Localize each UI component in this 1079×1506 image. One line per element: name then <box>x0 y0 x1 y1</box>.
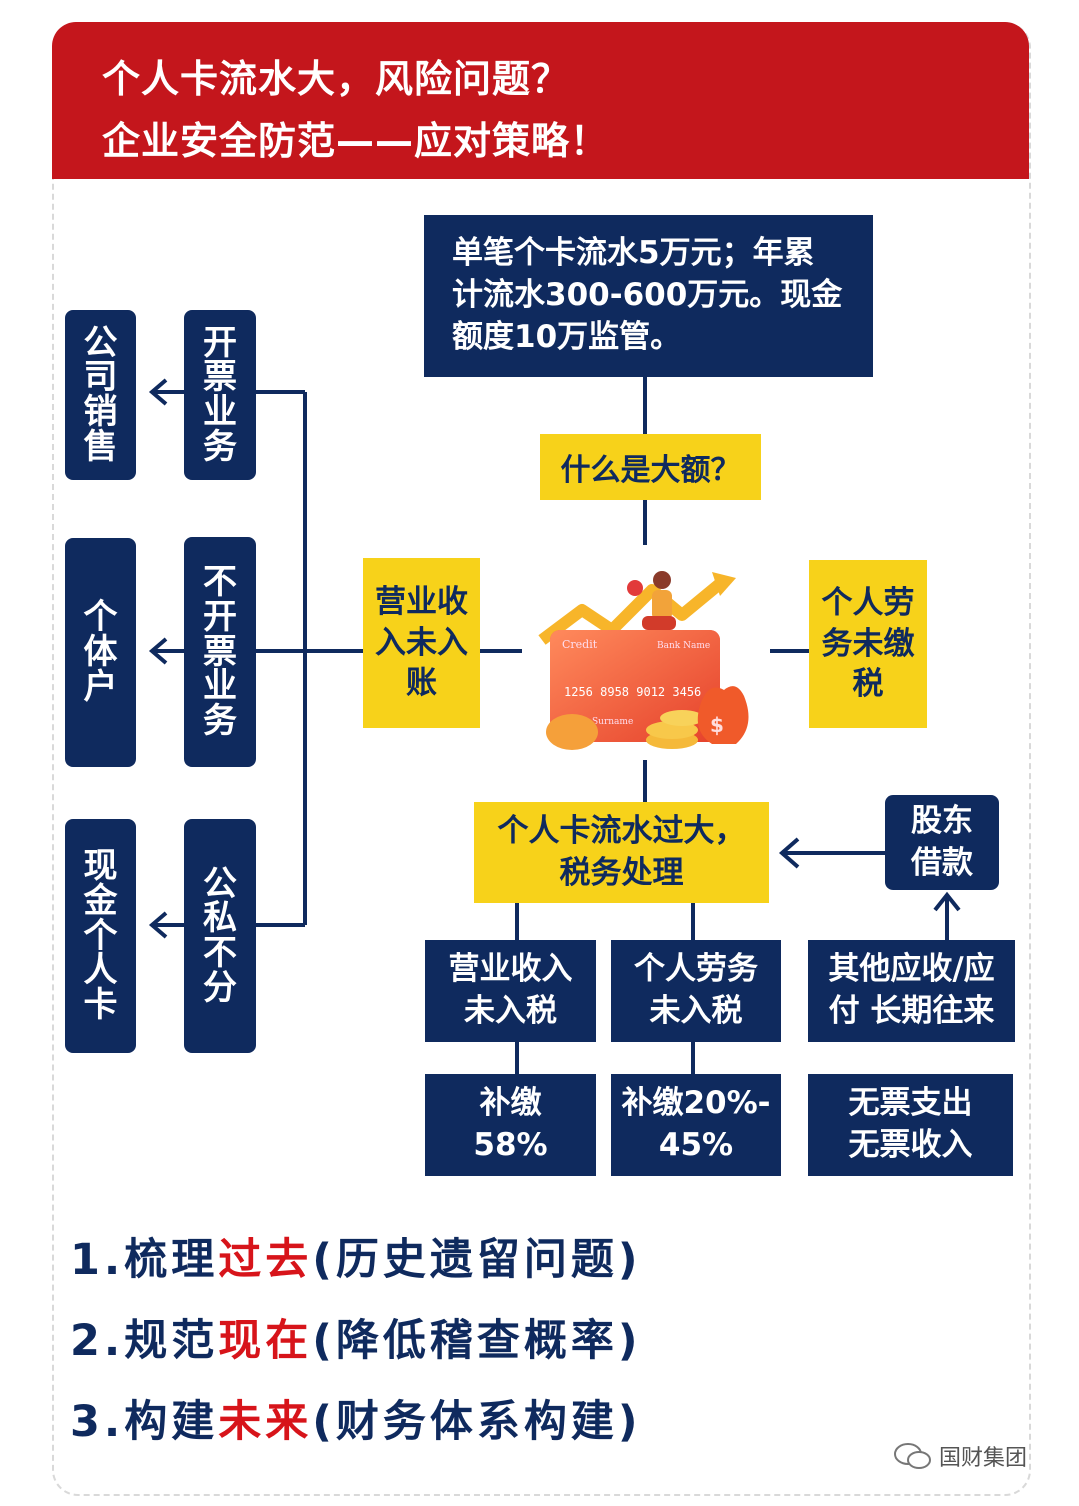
shareholder-loan-box: 股东借款 <box>885 795 999 890</box>
receivables-payables-box: 其他应收/应付 长期往来 <box>808 940 1015 1042</box>
strategy-note: (降低稽查概率) <box>312 1316 642 1366</box>
non-invoiced-business-box: 不开票业务 <box>184 537 256 767</box>
card-bank: Bank Name <box>657 641 710 651</box>
strategy-verb: 梳理 <box>124 1235 219 1285</box>
cash-personal-card-label: 现金个人卡 <box>83 846 118 1025</box>
strategy-number: 3. <box>70 1397 125 1447</box>
strategy-keyword: 现在 <box>218 1316 313 1366</box>
revenue-untaxed-box: 营业收入未入税 <box>425 940 596 1042</box>
invoiced-business-box: 开票业务 <box>184 310 256 480</box>
back-tax-20-45-box: 补缴20%-45% <box>611 1074 781 1176</box>
watermark-text: 国财集团 <box>939 1446 1028 1471</box>
individual-business-box: 个体户 <box>65 538 136 767</box>
labor-untaxed-box: 个人劳务未缴税 <box>809 560 927 728</box>
question-box: 什么是大额？ <box>540 434 761 500</box>
strategy-note: (历史遗留问题) <box>312 1235 642 1285</box>
company-sales-box: 公司销售 <box>65 310 136 480</box>
cash-personal-card-box: 现金个人卡 <box>65 819 136 1053</box>
unrecorded-revenue-box: 营业收入未入账 <box>363 558 480 728</box>
mixed-accounts-label: 公私不分 <box>203 863 237 1008</box>
strategy-number: 2. <box>70 1316 125 1366</box>
strategy-verb: 构建 <box>124 1397 219 1447</box>
header-banner: 个人卡流水大，风险问题？ 企业安全防范——应对策略！ <box>52 22 1029 179</box>
labor-untaxed-result-box: 个人劳务未入税 <box>611 940 781 1042</box>
non-invoiced-business-label: 不开票业务 <box>203 562 237 741</box>
threshold-definition-box: 单笔个卡流水5万元；年累计流水300-600万元。现金额度10万监管。 <box>424 215 873 377</box>
company-sales-label: 公司销售 <box>83 322 118 467</box>
strategy-keyword: 过去 <box>218 1235 313 1285</box>
card-brand: Credit <box>562 638 598 651</box>
strategy-item-3: 3.构建未来(财务体系构建) <box>70 1387 642 1449</box>
svg-text:$: $ <box>710 713 724 737</box>
core-issue-box: 个人卡流水过大，税务处理 <box>474 802 769 903</box>
threshold-definition-text: 单笔个卡流水5万元；年累计流水300-600万元。现金额度10万监管。 <box>452 235 843 355</box>
header-title-line2: 企业安全防范——应对策略！ <box>102 119 610 163</box>
strategy-item-2: 2.规范现在(降低稽查概率) <box>70 1306 642 1368</box>
strategy-number: 1. <box>70 1235 125 1285</box>
header-title-line1: 个人卡流水大，风险问题？ <box>102 57 571 101</box>
wechat-icon <box>894 1443 931 1469</box>
watermark: 国财集团 <box>893 1440 1027 1472</box>
strategy-verb: 规范 <box>124 1316 219 1366</box>
strategy-item-1: 1.梳理过去(历史遗留问题) <box>70 1225 642 1287</box>
card-number: 1256 8958 9012 3456 <box>564 685 701 699</box>
mixed-accounts-box: 公私不分 <box>184 819 256 1053</box>
strategy-keyword: 未来 <box>218 1397 313 1447</box>
credit-card-illustration: Credit Bank Name 1256 8958 9012 3456 Sur… <box>538 571 749 750</box>
invoiced-business-label: 开票业务 <box>203 322 237 467</box>
strategy-note: (财务体系构建) <box>312 1397 642 1447</box>
card-holder: Surname <box>592 717 633 727</box>
no-invoice-box: 无票支出无票收入 <box>808 1074 1013 1176</box>
individual-business-label: 个体户 <box>83 597 118 707</box>
back-tax-58-box: 补缴58% <box>425 1074 596 1176</box>
